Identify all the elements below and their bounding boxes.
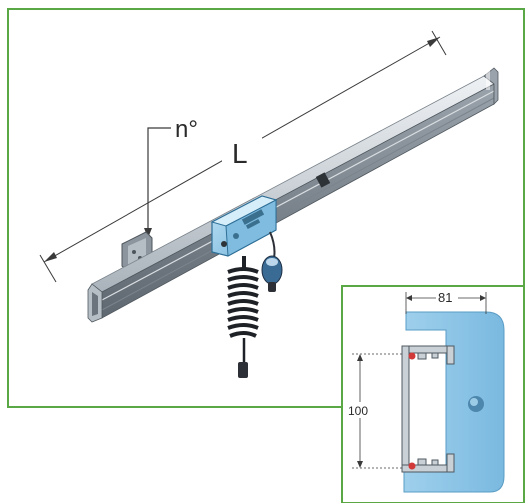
detail-rail-profile — [401, 345, 455, 473]
detail-carriage-section — [403, 311, 505, 493]
aluminium-rail — [87, 67, 499, 323]
detail-width-label: 81 — [438, 290, 452, 305]
length-label: L — [232, 138, 248, 169]
blue-carriage — [210, 195, 278, 257]
angle-leader-arrow — [144, 228, 152, 238]
detail-height-label: 100 — [348, 404, 368, 418]
detail-view: 81 100 — [341, 285, 525, 503]
angle-leader — [147, 127, 171, 232]
detail-marker-top — [408, 352, 416, 360]
length-label-bg — [222, 130, 262, 170]
angle-label: n° — [175, 116, 198, 143]
detail-height-dimension — [352, 353, 404, 469]
detail-marker-bottom — [408, 462, 416, 470]
pendant-control — [261, 231, 283, 292]
coiled-cable — [227, 256, 259, 364]
cable-plug — [238, 362, 248, 378]
